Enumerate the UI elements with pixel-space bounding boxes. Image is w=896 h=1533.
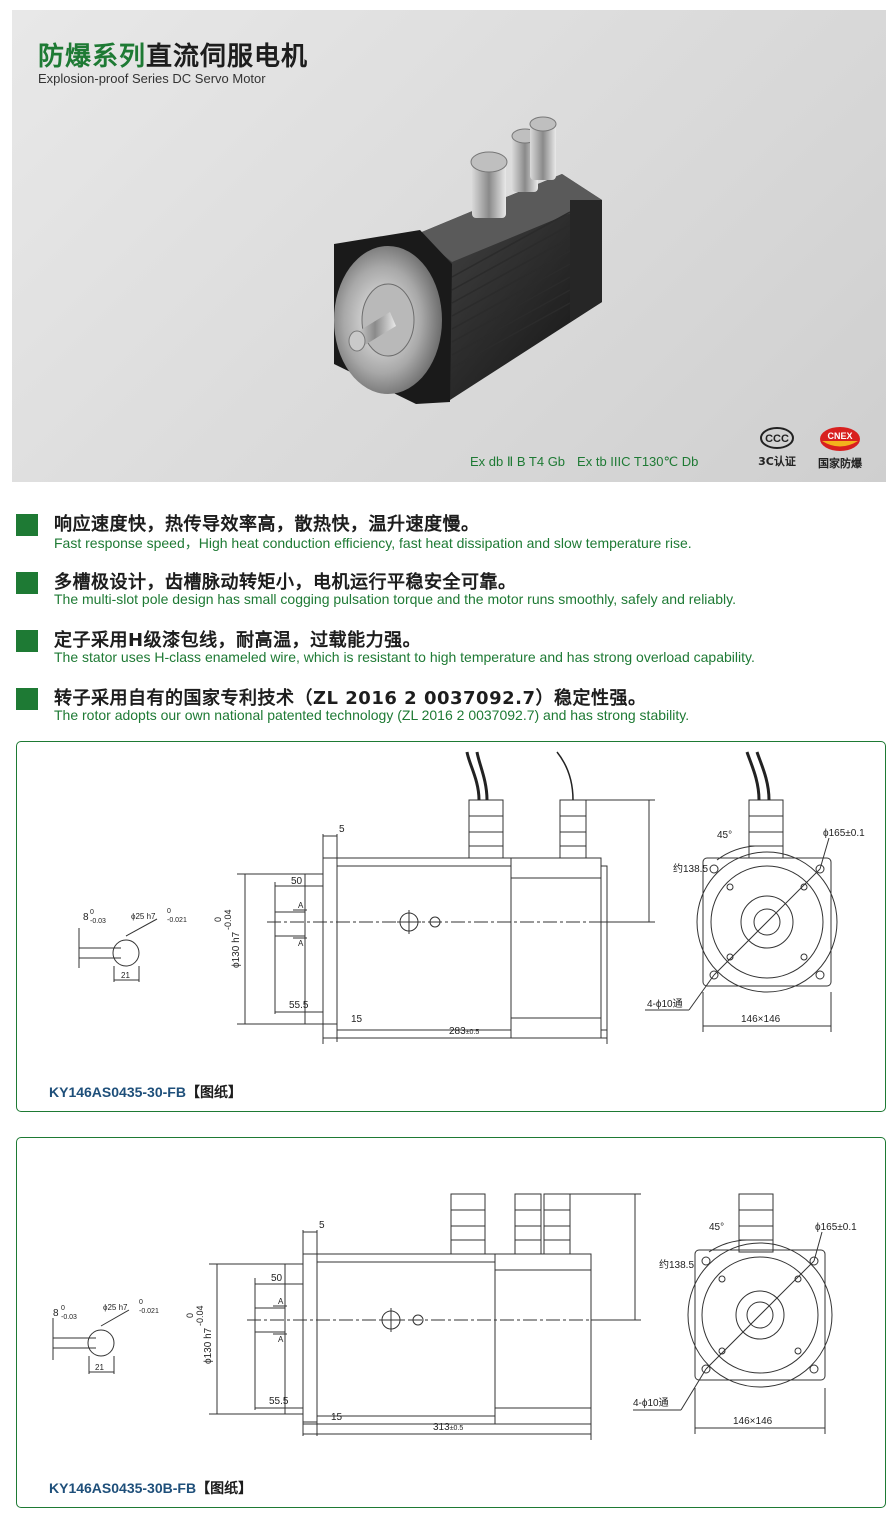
title-product: 直流伺服电机 [146,42,309,72]
motor-product-image [334,116,602,404]
bullet-square-icon [16,572,38,594]
technical-drawing: 8 0 -0.03 21 ϕ25 h7 0 -0.021 5 50 55.5 1… [52,1193,857,1440]
svg-text:CCC: CCC [765,433,789,445]
key-depth-label: 21 [95,1363,104,1372]
feature-text-en: The stator uses H-class enameled wire, w… [54,649,755,665]
shaft-tol-low: -0.021 [167,917,187,924]
feature-text-cn: 响应速度快，热传导效率高，散热快，温升速度慢。 [54,514,480,535]
cnex-logo-icon: CNEX [820,427,860,451]
shaft-tol-low: -0.021 [139,1308,159,1315]
overall-length-tol: ±0.5 [450,1425,464,1432]
boss-length-label: 55.5 [269,1396,289,1407]
svg-text:8: 8 [53,1308,59,1319]
overall-length-label: 313 [433,1422,450,1433]
pilot-length-label: 15 [331,1412,343,1423]
section-mark-bottom: A [298,939,304,948]
section-mark-top: A [298,901,304,910]
hero-banner: 防爆系列直流伺服电机 Explosion-proof Series DC Ser… [12,10,886,482]
shaft-dia-label: ϕ25 h7 [103,1303,128,1312]
drawing-tag: 【图纸】 [185,1084,242,1100]
shaft-tol-up: 0 [139,1299,143,1306]
pcd-label: ϕ165±0.1 [815,1222,857,1233]
key-depth-label: 21 [121,971,130,980]
section-mark-bottom: A [278,1335,284,1344]
svg-text:283±0.5: 283±0.5 [449,1026,479,1037]
angle-label: 45° [717,830,732,841]
feature-text-cn: 定子采用H级漆包线，耐高温，过载能力强。 [54,630,422,651]
feature-text-en: The rotor adopts our own national patent… [54,707,690,723]
shaft-length-label: 50 [271,1273,283,1284]
technical-drawing: 8 0 -0.03 21 ϕ25 h7 0 -0.021 5 50 55.5 1… [78,751,865,1044]
pilot-tol-low: -0.04 [195,1305,205,1326]
pilot-tol-low: -0.04 [223,909,233,930]
ccc-logo-icon: CCC [760,427,794,449]
pilot-tol-up: 0 [213,917,223,922]
shaft-tol-up: 0 [167,908,171,915]
model-number: KY146AS0435-30B-FB [49,1480,197,1496]
drawing-tag: 【图纸】 [196,1480,253,1496]
page-title: 防爆系列直流伺服电机 [38,36,308,73]
cert-cnex-label: 国家防爆 [818,457,862,470]
svg-text:8: 8 [83,912,89,923]
cnex-logo-text: CNEX [827,431,852,441]
overall-length-label: 283 [449,1026,466,1037]
section-mark-top: A [278,1297,284,1306]
rating-dust: Ex tb IIIC T130℃ Db [577,454,699,469]
key-tol-up: 0 [61,1305,65,1312]
mount-holes-label: 4-ϕ10通 [647,998,683,1010]
title-series: 防爆系列 [38,42,147,72]
flange-thickness-label: 5 [339,824,345,835]
shaft-length-label: 50 [291,876,303,887]
pcd-label: ϕ165±0.1 [823,828,865,839]
flange-square-label: 146×146 [733,1416,773,1427]
key-width-label: 8 [83,912,89,923]
drawing-panel-30-fb: 8 0 -0.03 21 ϕ25 h7 0 -0.021 5 50 55.5 1… [16,741,886,1112]
flange-square-label: 146×146 [741,1014,781,1025]
height-label: 约138.5 [659,1258,694,1271]
feature-text-cn: 多槽极设计，齿槽脉动转矩小，电机运行平稳安全可靠。 [54,572,517,593]
bullet-square-icon [16,630,38,652]
pilot-tol-up: 0 [185,1313,195,1318]
explosion-rating: Ex db Ⅱ B T4 Gb Ex tb IIIC T130℃ Db [470,454,710,470]
rating-gas: Ex db Ⅱ B T4 Gb [470,454,566,469]
key-tol-low: -0.03 [90,918,106,925]
boss-length-label: 55.5 [289,1000,309,1011]
overall-length-tol: ±0.5 [466,1029,480,1036]
bullet-square-icon [16,514,38,536]
svg-text:313±0.5: 313±0.5 [433,1422,463,1433]
bullet-square-icon [16,688,38,710]
drawing-caption: KY146AS0435-30-FB【图纸】 [49,1082,242,1102]
feature-text-cn: 转子采用自有的国家专利技术（ZL 2016 2 0037092.7）稳定性强。 [54,688,647,709]
key-tol-up: 0 [90,909,94,916]
mount-holes-label: 4-ϕ10通 [633,1397,669,1409]
flange-thickness-label: 5 [319,1220,325,1231]
drawing-caption: KY146AS0435-30B-FB【图纸】 [49,1478,252,1498]
certification-cnex: CNEX 国家防爆 [809,426,871,471]
shaft-dia-label: ϕ25 h7 [131,912,156,921]
key-width-label: 8 [53,1308,59,1319]
key-tol-low: -0.03 [61,1314,77,1321]
feature-text-en: The multi-slot pole design has small cog… [54,591,736,607]
drawing-panel-30b-fb: 8 0 -0.03 21 ϕ25 h7 0 -0.021 5 50 55.5 1… [16,1137,886,1508]
pilot-length-label: 15 [351,1014,363,1025]
feature-text-en: Fast response speed，High heat conduction… [54,535,692,551]
certification-3c: CCC 3C认证 [752,426,802,469]
angle-label: 45° [709,1222,724,1233]
pilot-dia-label: ϕ130 h7 [231,931,242,968]
height-label: 约138.5 [673,862,708,875]
pilot-dia-label: ϕ130 h7 [203,1327,214,1364]
page-subtitle: Explosion-proof Series DC Servo Motor [38,71,266,86]
cert-3c-label: 3C认证 [758,455,796,468]
model-number: KY146AS0435-30-FB [49,1084,186,1100]
